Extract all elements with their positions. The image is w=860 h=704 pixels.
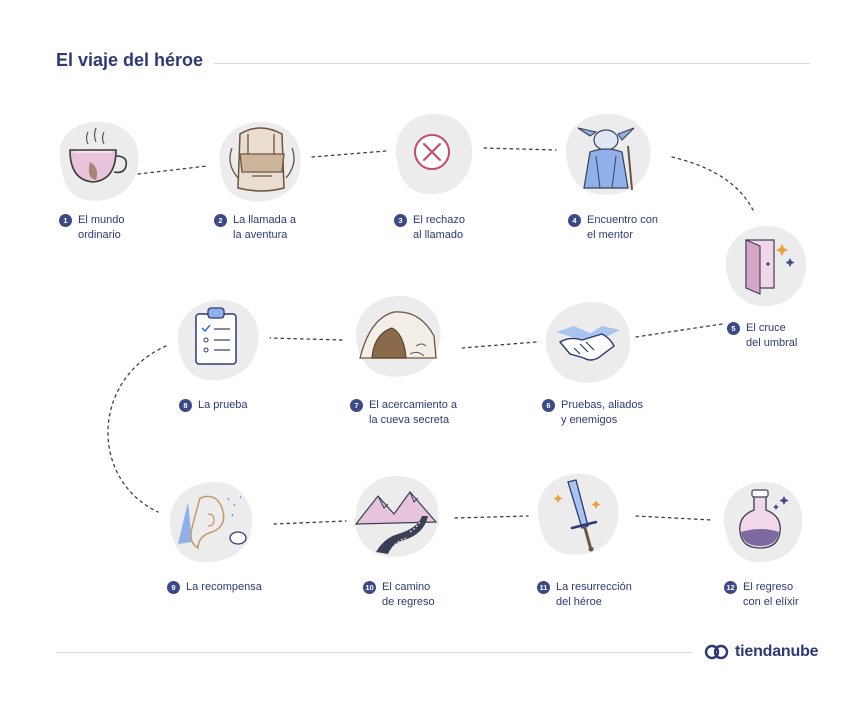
brand-name: tiendanube <box>735 643 819 660</box>
step-2-label: 2 La llamada a la aventura <box>214 213 296 243</box>
step-5-label: 5 El cruce del umbral <box>727 321 797 351</box>
connector-8-9 <box>107 345 167 513</box>
step-10-label: 10 El camino de regreso <box>363 580 435 610</box>
door-icon <box>725 226 807 307</box>
step-11-text: La resurrección del héroe <box>556 581 632 608</box>
step-11-label: 11 La resurrección del héroe <box>537 580 632 610</box>
step-6-badge: 6 <box>542 399 555 412</box>
potion-icon <box>723 482 803 563</box>
step-3-text: El rechazo al llamado <box>413 214 465 241</box>
mentor-icon <box>565 113 651 195</box>
connector-4-5 <box>671 156 755 213</box>
step-3-label: 3 El rechazo al llamado <box>394 213 465 243</box>
step-10-text: El camino de regreso <box>382 581 435 608</box>
step-1-badge: 1 <box>59 214 72 227</box>
connector-10-11 <box>454 515 529 519</box>
handshake-icon <box>545 302 631 383</box>
step-9-badge: 9 <box>167 581 180 594</box>
sword-icon <box>537 473 619 555</box>
step-12-badge: 12 <box>724 581 737 594</box>
footer-divider <box>56 652 692 653</box>
title-divider <box>214 63 810 64</box>
step-1-text: El mundo ordinario <box>78 214 125 241</box>
brand-logo: tiendanube <box>704 640 819 664</box>
mountain-road-icon <box>354 475 439 557</box>
step-7-text: El acercamiento a la cueva secreta <box>369 399 458 426</box>
step-9-label: 9 La recompensa <box>167 580 262 595</box>
cave-icon <box>355 295 441 377</box>
x-circle-icon <box>395 114 473 195</box>
step-12-text: El regreso con el elíxir <box>743 581 799 608</box>
treasure-map-icon <box>169 482 253 563</box>
step-8-badge: 8 <box>179 399 192 412</box>
page-title: El viaje del héroe <box>56 50 204 70</box>
step-2-text: La llamada a la aventura <box>233 214 296 241</box>
step-5-badge: 5 <box>727 322 740 335</box>
step-8-text: La prueba <box>198 399 248 411</box>
connector-7-8 <box>269 337 343 341</box>
connector-9-10 <box>273 520 347 525</box>
backpack-icon <box>219 121 301 202</box>
step-7-label: 7 El acercamiento a la cueva secreta <box>350 398 457 428</box>
connector-1-2 <box>137 165 208 175</box>
connector-11-12 <box>635 515 713 521</box>
cloud-icon <box>704 644 729 660</box>
step-8-label: 8 La prueba <box>179 398 248 413</box>
step-10-badge: 10 <box>363 581 376 594</box>
coffee-cup-icon <box>59 121 139 201</box>
step-6-text: Pruebas, aliados y enemigos <box>561 399 643 426</box>
connector-6-7 <box>461 341 537 349</box>
step-9-text: La recompensa <box>186 581 262 593</box>
connector-3-4 <box>483 147 557 151</box>
step-12-label: 12 El regreso con el elíxir <box>724 580 799 610</box>
connector-2-3 <box>311 150 387 158</box>
step-2-badge: 2 <box>214 214 227 227</box>
step-6-label: 6 Pruebas, aliados y enemigos <box>542 398 643 428</box>
step-5-text: El cruce del umbral <box>746 322 798 349</box>
step-11-badge: 11 <box>537 581 550 594</box>
step-3-badge: 3 <box>394 214 407 227</box>
step-7-badge: 7 <box>350 399 363 412</box>
clipboard-icon <box>177 300 259 381</box>
step-4-text: Encuentro con el mentor <box>587 214 658 241</box>
step-4-badge: 4 <box>568 214 581 227</box>
step-1-label: 1 El mundo ordinario <box>59 213 124 243</box>
step-4-label: 4 Encuentro con el mentor <box>568 213 658 243</box>
connector-5-6 <box>635 323 723 338</box>
